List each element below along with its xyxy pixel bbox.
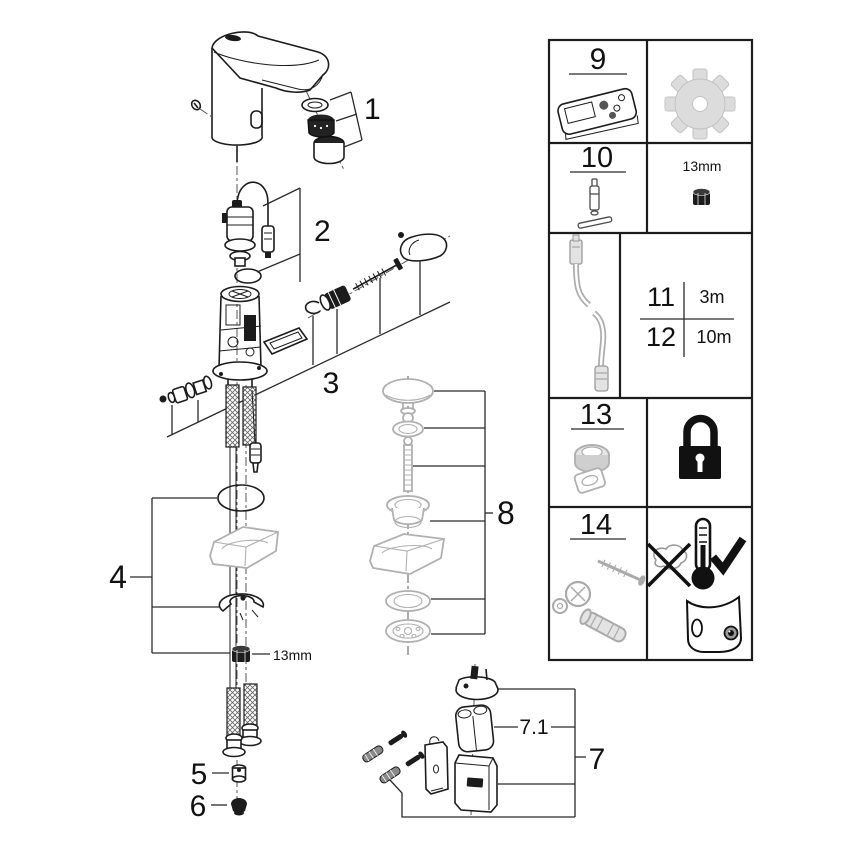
o-ring-small [234,268,262,284]
aerator-service-icon [573,444,610,494]
battery-box-housing [454,754,498,813]
box10-number: 10 [581,142,613,174]
mounting-clamp [262,327,309,355]
drain-plug-cap [382,378,434,404]
adjust-cartridge [319,285,351,311]
base-gasket [209,526,279,569]
row11-number: 11 [647,282,675,312]
sink-cutaway [369,533,446,575]
valve-cartridge [212,285,268,387]
box13: 13 [571,399,721,494]
part6-label: 6 [190,790,207,823]
mounting-tool-icon [577,178,613,229]
temperature-lever [398,232,448,262]
box13-number: 13 [580,399,612,431]
solenoid-cable: 2 [222,181,331,284]
callout-8 [413,390,493,635]
thermometer-check-icon [691,517,747,590]
battery-7-1 [454,704,495,753]
centerlines [236,73,476,816]
box10: 10 13mm [570,142,722,229]
filter-nut [212,764,247,783]
sensor-window [250,110,263,129]
socket-nut-icon [692,188,711,205]
check-valve-set-icon [552,559,646,643]
part4-label: 4 [109,559,127,595]
c-clip [304,300,321,315]
part8-label: 8 [497,495,515,531]
box10-size-label: 13mm [683,158,722,174]
drain-rod [403,436,413,492]
callout-7 [389,688,586,818]
box9: 9 [557,43,736,140]
part5-label: 5 [191,758,208,791]
drain-assembly: 8 [369,378,515,643]
row12-number: 12 [646,322,676,352]
nut-size-label: 13mm [273,647,312,663]
callout-3 [166,260,451,438]
aerator-parts: 1 [301,91,381,165]
row11-length: 3m [699,287,724,307]
part3-label: 3 [323,367,340,400]
lock-icon [679,414,721,479]
box14: 14 [552,509,747,653]
battery-box: 7.1 7 [362,665,606,818]
callout-2 [256,187,301,282]
end-nozzle [211,798,247,816]
hose-fittings [222,723,262,758]
fixing-set: 13mm 4 [109,484,312,663]
securing-plug [159,375,213,404]
drain-strainer [385,619,431,643]
box9-number: 9 [590,43,607,76]
gear-icon [664,68,736,140]
sensor-cable-plug [249,389,262,473]
body-screw [190,99,213,118]
protection-cap-icon [685,595,743,653]
accessory-grid [547,38,754,662]
supply-hoses [222,384,262,758]
o-ring-large [217,484,265,512]
horseshoe-washer [218,593,265,621]
part7-1-label: 7.1 [519,716,548,739]
drain-upper-flange [386,495,430,529]
crossed-out-icon [646,542,692,588]
mounting-nut [231,645,251,662]
callout-4 [130,497,230,654]
part7-label: 7 [589,743,606,776]
extension-cable-icon [569,234,609,392]
callout-1 [329,91,363,148]
wall-bracket [424,736,449,795]
part2-label: 2 [314,215,331,248]
row12-length: 10m [696,327,731,347]
lever-screw [352,258,403,291]
sensor-faucet-body [190,31,330,162]
box11-12: 11 3m 12 10m [569,234,734,392]
box14-number: 14 [580,509,612,541]
mounting-screws [362,730,425,784]
remote-control-icon [557,87,639,140]
battery-box-lid [455,665,499,701]
part1-label: 1 [364,93,381,126]
